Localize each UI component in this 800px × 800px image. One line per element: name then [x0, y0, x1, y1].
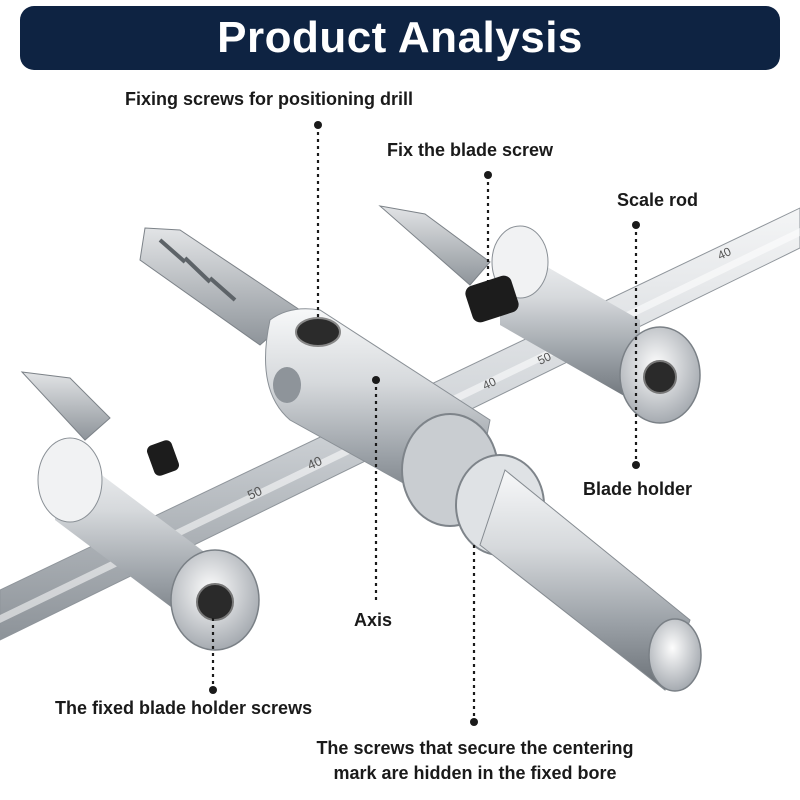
page-title: Product Analysis	[217, 13, 583, 62]
scale-mark-left-50: 50	[245, 483, 264, 503]
right-holder-screw-icon	[643, 360, 677, 394]
positioning-screw-icon	[295, 317, 341, 347]
scale-mark-right-50: 50	[535, 349, 553, 367]
left-blade-holder	[37, 437, 260, 651]
scale-mark-left-40: 40	[305, 453, 324, 473]
left-blade	[20, 371, 111, 441]
label-fixed-holder-screws: The fixed blade holder screws	[55, 698, 313, 718]
callout-dots	[209, 121, 640, 726]
label-axis: Axis	[354, 610, 393, 630]
label-fixing-screws: Fixing screws for positioning drill	[125, 89, 414, 109]
right-blade-holder	[491, 225, 701, 424]
scale-mark-right-40: 40	[480, 374, 498, 392]
drill-shank	[479, 469, 702, 692]
label-blade-holder: Blade holder	[583, 479, 693, 499]
label-hidden-screws-line2: mark are hidden in the fixed bore	[333, 763, 617, 783]
label-hidden-screws-line1: The screws that secure the centering	[316, 738, 634, 758]
scale-mark-far-right: 40	[715, 244, 733, 262]
left-holder-screw-icon	[196, 583, 234, 621]
header-banner: Product Analysis	[20, 6, 780, 70]
label-scale-rod: Scale rod	[617, 190, 699, 210]
right-blade	[378, 205, 491, 286]
label-fix-blade-screw: Fix the blade screw	[387, 140, 554, 160]
callout-lines	[211, 125, 638, 722]
fix-blade-screw-icon	[465, 275, 519, 323]
